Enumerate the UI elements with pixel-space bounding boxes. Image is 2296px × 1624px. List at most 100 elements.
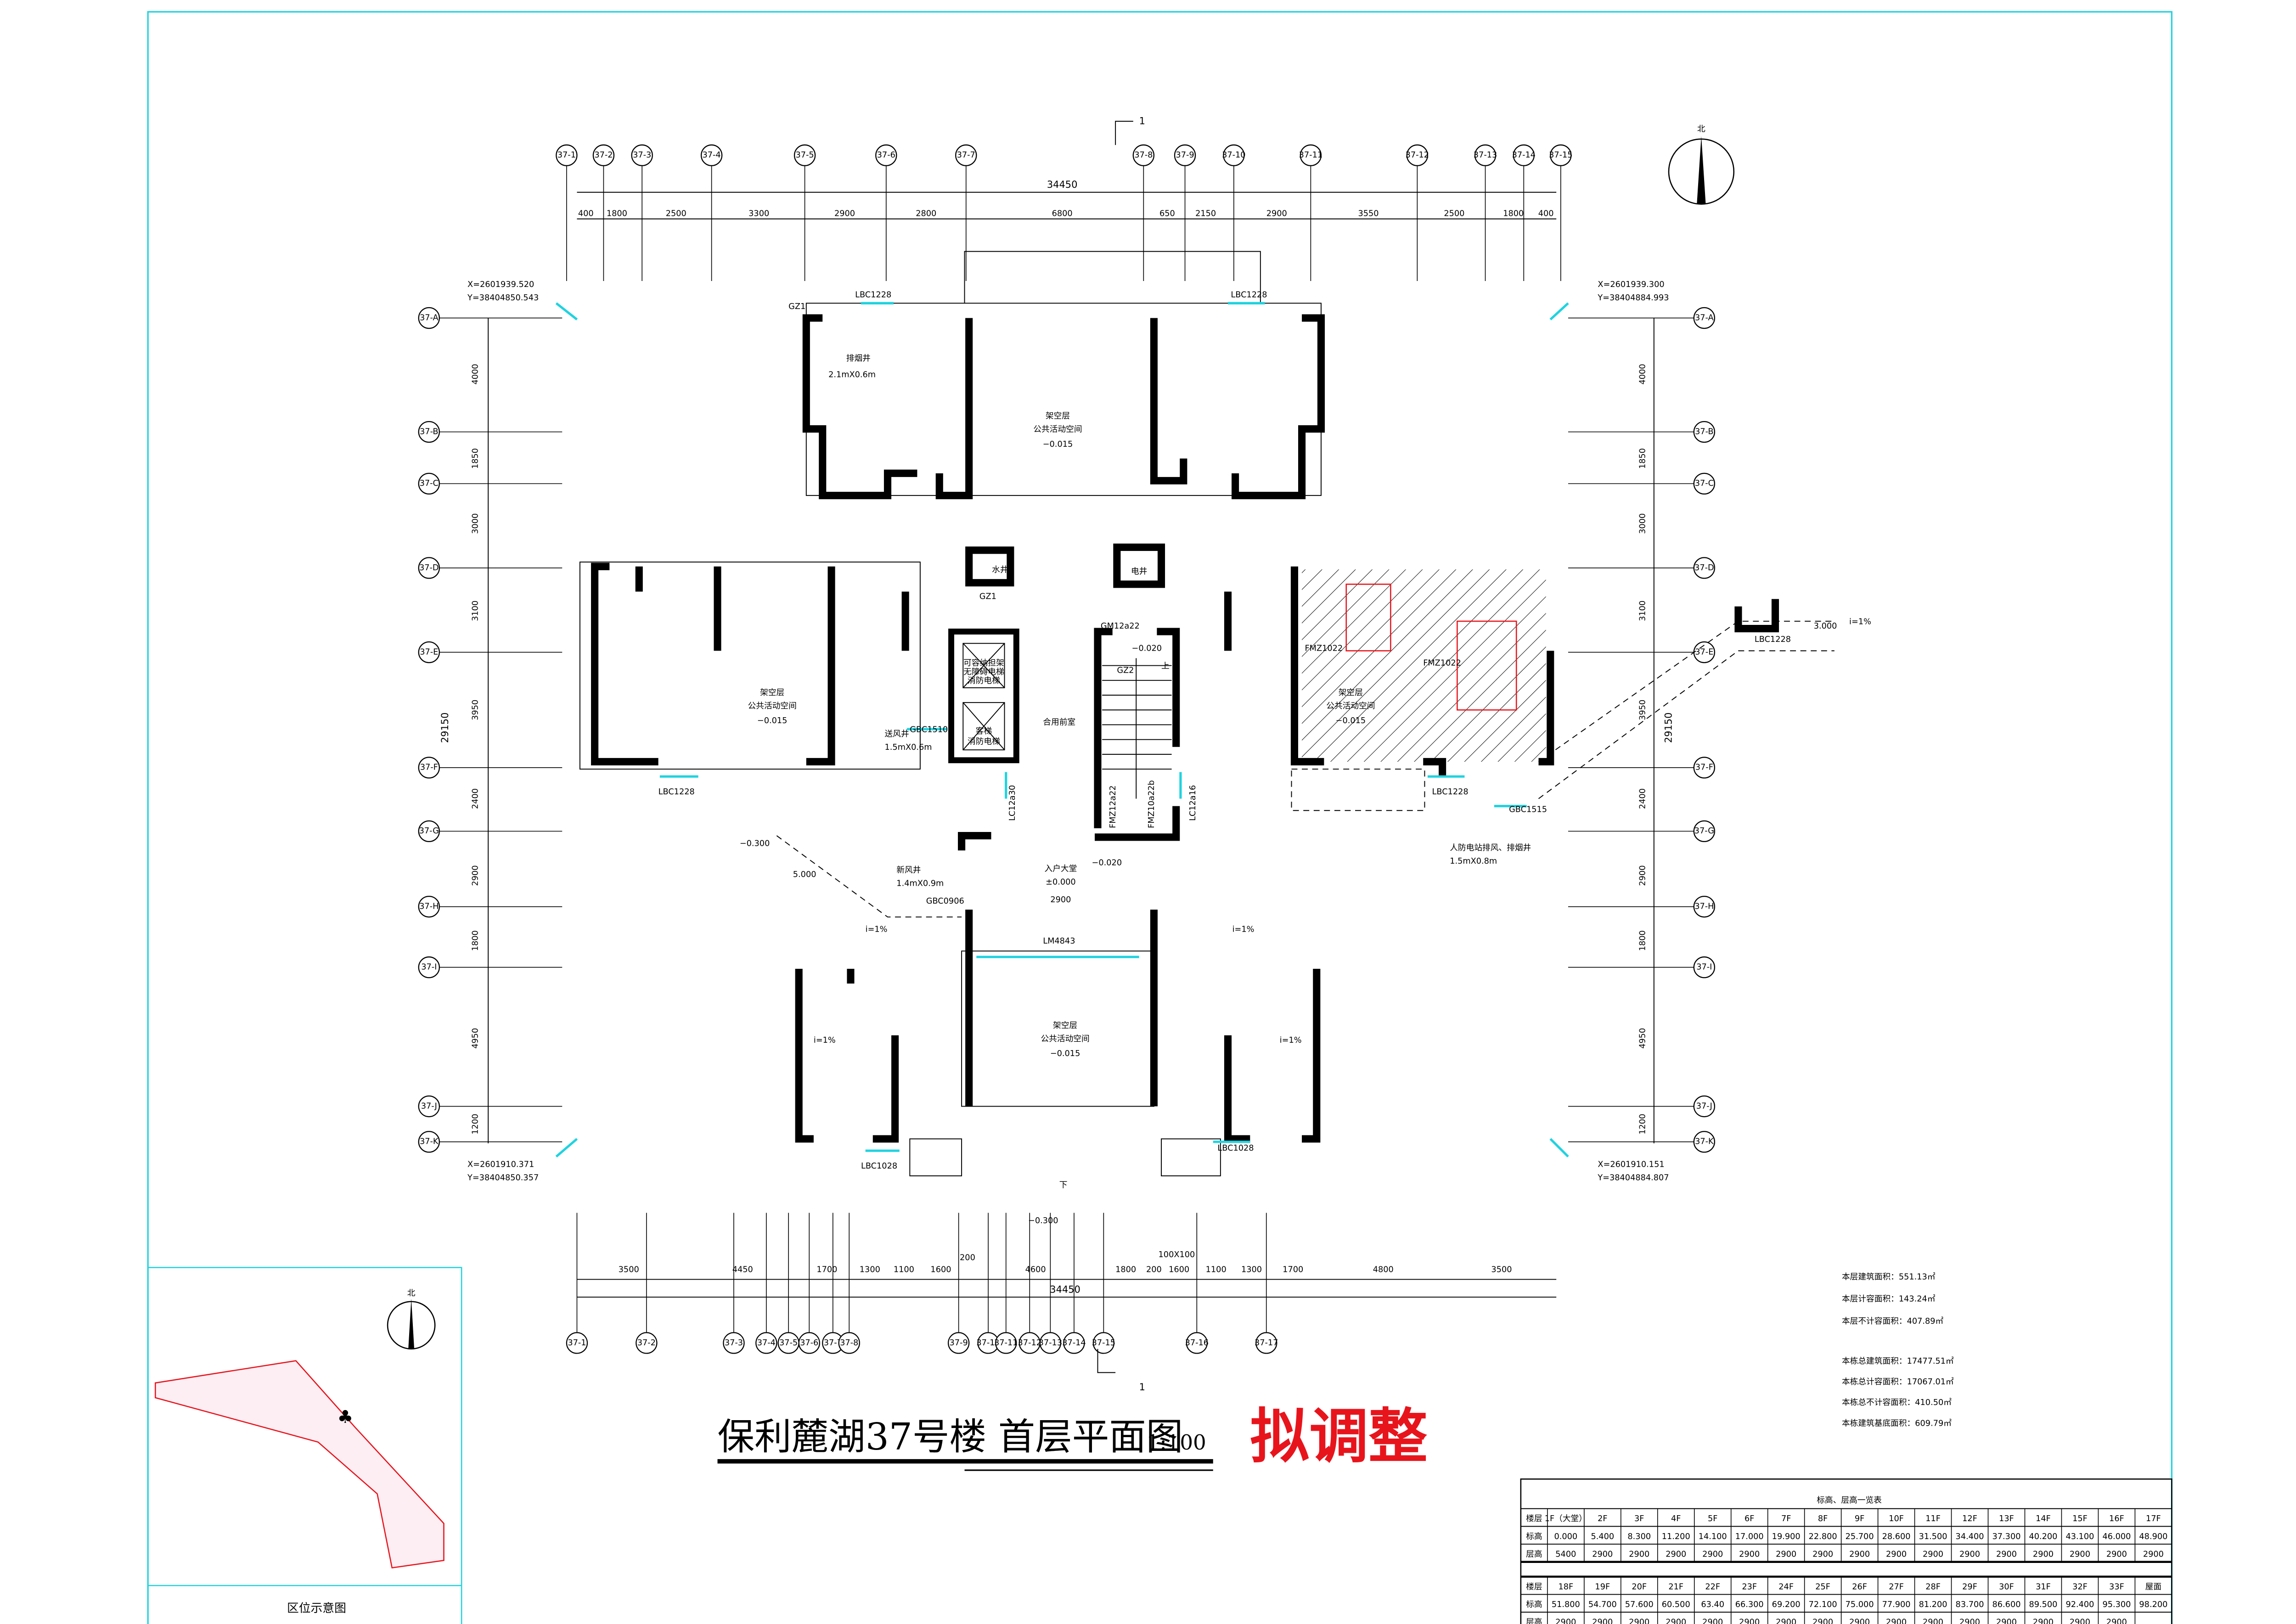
part2-elevations-cell: 63.40 bbox=[1701, 1600, 1724, 1609]
grid-bubble: 37-2 bbox=[592, 144, 615, 281]
svg-text:消防电梯: 消防电梯 bbox=[968, 736, 1000, 746]
bottom-dimension: 1800 bbox=[1115, 1265, 1136, 1274]
part2-floors-cell: 29F bbox=[1962, 1582, 1977, 1591]
part2-floors-cell: 19F bbox=[1595, 1582, 1610, 1591]
grid-bubble-label: 37-11 bbox=[994, 1338, 1018, 1348]
svg-text:−0.015: −0.015 bbox=[1043, 440, 1073, 449]
grid-bubble-label: 37-H bbox=[419, 902, 439, 911]
site-outline bbox=[154, 1360, 445, 1569]
north-label: 北 bbox=[1697, 124, 1705, 134]
part2-elevations-cell: 77.900 bbox=[1882, 1600, 1911, 1609]
grid-bubble: 37-I bbox=[1568, 956, 1716, 978]
bottom-dimension: 4800 bbox=[1373, 1265, 1394, 1274]
part1-floors-cell: 7F bbox=[1781, 1514, 1791, 1523]
bottom-dimension: 1300 bbox=[860, 1265, 880, 1274]
grid-bubble: 37-15 bbox=[1092, 1213, 1115, 1354]
grid-bubble-circle bbox=[556, 144, 578, 166]
grid-bubble: 37-14 bbox=[1512, 144, 1536, 281]
top-dimension: 3550 bbox=[1358, 209, 1379, 218]
part1-heights-cell: 5400 bbox=[1555, 1550, 1576, 1559]
svg-text:±0.000: ±0.000 bbox=[1046, 877, 1076, 887]
part2-elevations-cell: 57.600 bbox=[1625, 1600, 1654, 1609]
grid-bubble: 37-10 bbox=[976, 1213, 1000, 1354]
grid-bubble-label: 37-15 bbox=[1092, 1338, 1115, 1348]
svg-text:上: 上 bbox=[1161, 661, 1170, 671]
top-dimension: 2900 bbox=[834, 209, 855, 218]
svg-text:100X100: 100X100 bbox=[1159, 1250, 1195, 1259]
grid-bubble-circle bbox=[955, 144, 977, 166]
grid-bubble: 37-12 bbox=[1406, 144, 1429, 281]
grid-bubble-circle bbox=[995, 1332, 1017, 1354]
bottom-total-dimension: 34450 bbox=[1050, 1284, 1080, 1295]
grid-bubble-label: 37-3 bbox=[633, 151, 651, 160]
part1-elevations-cell: 17.000 bbox=[1735, 1532, 1764, 1541]
part2-heights-cell: 2900 bbox=[1886, 1618, 1907, 1624]
grid-bubble-label: 37-E bbox=[420, 647, 438, 657]
grid-bubble-label: 37-13 bbox=[1474, 151, 1497, 160]
part1-heights-cell: 2900 bbox=[1923, 1550, 1943, 1559]
bottom-dimension: 4450 bbox=[732, 1265, 753, 1274]
left-dimension: 1850 bbox=[471, 448, 480, 469]
svg-text:下: 下 bbox=[1059, 1181, 1068, 1190]
svg-text:3.000: 3.000 bbox=[1814, 622, 1837, 631]
svg-text:−0.300: −0.300 bbox=[1028, 1216, 1058, 1225]
grid-bubble-label: 37-G bbox=[419, 826, 439, 836]
part2-heights-cell: 2900 bbox=[2033, 1618, 2054, 1624]
grid-bubble: 37-J bbox=[1568, 1095, 1716, 1118]
part2-heights-cell: 2900 bbox=[1739, 1618, 1760, 1624]
grid-bubble-circle bbox=[1693, 1131, 1716, 1153]
part1-heights-cell: 2900 bbox=[1812, 1550, 1833, 1559]
openings bbox=[659, 302, 1527, 1152]
svg-text:LBC1228: LBC1228 bbox=[1755, 635, 1791, 644]
svg-text:GZ1: GZ1 bbox=[788, 302, 805, 311]
part2-floors-cell: 20F bbox=[1632, 1582, 1647, 1591]
svg-text:1: 1 bbox=[1139, 1382, 1145, 1393]
part1-elevations-cell: 19.900 bbox=[1772, 1532, 1801, 1541]
svg-text:消防电梯: 消防电梯 bbox=[968, 676, 1000, 686]
coordinate-top-right: X=2601939.300 Y=38404884.993 bbox=[1549, 280, 1669, 320]
svg-text:区位示意图: 区位示意图 bbox=[287, 1602, 346, 1615]
room-fresh-air-shaft: 新风井 1.4mX0.9m bbox=[896, 865, 944, 888]
svg-text:FMZ10a22b: FMZ10a22b bbox=[1147, 780, 1156, 828]
area-summary-line: 本栋建筑基底面积：609.79㎡ bbox=[1842, 1418, 1952, 1428]
svg-text:入户大堂: 入户大堂 bbox=[1045, 864, 1077, 873]
svg-text:1.4mX0.9m: 1.4mX0.9m bbox=[896, 879, 944, 888]
part1-elevations-cell: 46.000 bbox=[2102, 1532, 2131, 1541]
room-top-pilotis: 架空层 公共活动空间 −0.015 bbox=[1033, 411, 1082, 449]
right-dimension: 1850 bbox=[1638, 448, 1647, 469]
grid-bubble: 37-5 bbox=[777, 1213, 799, 1354]
part1-floors-cell: 4F bbox=[1671, 1514, 1681, 1523]
svg-text:新风井: 新风井 bbox=[896, 865, 921, 875]
right-dimension: 4000 bbox=[1638, 364, 1647, 384]
grid-bubble-label: 37-F bbox=[1695, 763, 1713, 772]
part1-heights-cell: 2900 bbox=[1629, 1550, 1649, 1559]
grid-bubble-circle bbox=[1693, 895, 1716, 918]
part1-floors-cell: 10F bbox=[1889, 1514, 1904, 1523]
svg-text:LBC1028: LBC1028 bbox=[1217, 1144, 1254, 1153]
part2-elevations-cell: 72.100 bbox=[1809, 1600, 1837, 1609]
grid-bubble-circle bbox=[700, 144, 723, 166]
grid-bubble-label: 37-10 bbox=[1222, 151, 1245, 160]
grid-bubble-circle bbox=[723, 1332, 745, 1354]
grid-bubble-circle bbox=[418, 956, 440, 978]
table-row-label: 楼层 bbox=[1526, 1582, 1542, 1591]
coordinate-bottom-left: X=2601910.371 Y=38404850.357 bbox=[467, 1138, 578, 1183]
grid-bubble-circle bbox=[418, 820, 440, 843]
grid-bubble-circle bbox=[1300, 144, 1322, 166]
level-annotations: −0.020 −0.020 −0.300 −0.300 5.000 3.000 … bbox=[740, 617, 1871, 1259]
grid-bubble: 37-6 bbox=[798, 1213, 820, 1354]
part1-floors-cell: 14F bbox=[2036, 1514, 2051, 1523]
part2-heights-cell: 2900 bbox=[1592, 1618, 1613, 1624]
left-dimension: 4950 bbox=[471, 1028, 480, 1049]
bottom-dimension: 1100 bbox=[894, 1265, 914, 1274]
part2-floors-cell: 31F bbox=[2036, 1582, 2051, 1591]
grid-bubble-label: 37-5 bbox=[779, 1338, 798, 1348]
svg-text:2.1mX0.6m: 2.1mX0.6m bbox=[828, 370, 876, 379]
grid-bubble: 37-6 bbox=[875, 144, 897, 281]
bottom-dimension: 1700 bbox=[1283, 1265, 1303, 1274]
area-summary-line: 本层建筑面积：551.13㎡ bbox=[1842, 1271, 1936, 1281]
part1-elevations-cell: 11.200 bbox=[1662, 1532, 1690, 1541]
grid-bubble: 37-17 bbox=[1255, 1213, 1278, 1354]
